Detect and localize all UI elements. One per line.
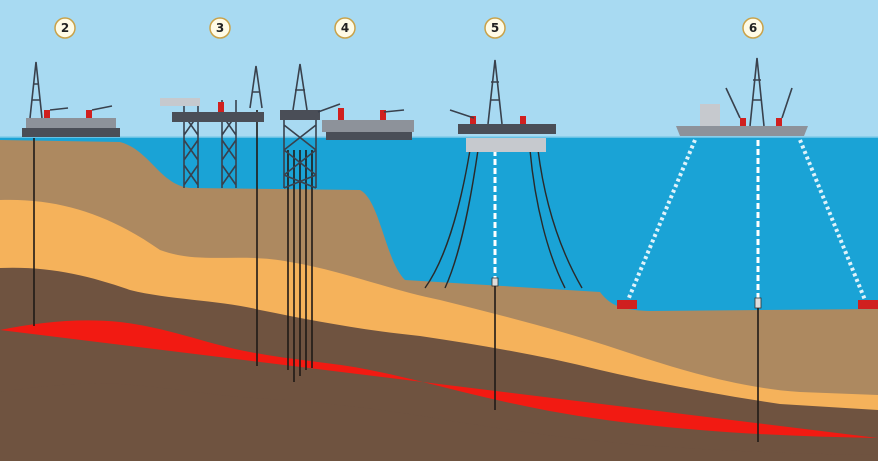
badge-3-circle (209, 17, 231, 39)
platform-2: 2 (22, 17, 120, 326)
badge-6: 6 (749, 21, 757, 35)
deep-rock (0, 383, 878, 461)
platform-3: 3 (160, 17, 264, 366)
transponder-left (617, 300, 637, 309)
badge-4: 4 (341, 21, 349, 35)
platform-4: 4 (280, 17, 414, 382)
badge-5: 5 (491, 21, 499, 35)
sky (0, 0, 878, 140)
badge-3: 3 (216, 21, 224, 35)
badge-5-circle (484, 17, 506, 39)
platform-5: 5 (424, 17, 583, 410)
badge-4-circle (334, 17, 356, 39)
badge-2-circle (54, 17, 76, 39)
transponder-right (858, 300, 878, 309)
platform-6: 6 (617, 17, 878, 442)
badge-2: 2 (61, 21, 69, 35)
badge-6-circle (742, 17, 764, 39)
